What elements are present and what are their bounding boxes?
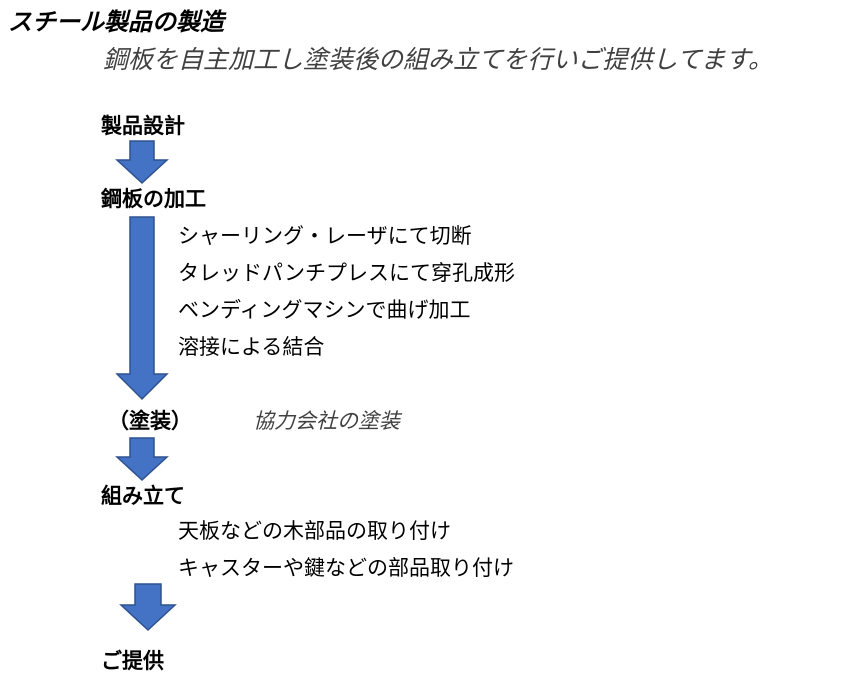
flow-arrow-2	[115, 216, 169, 401]
flow-arrow-1	[115, 140, 169, 185]
detail-cutting: シャーリング・レーザにて切断	[178, 224, 472, 248]
detail-punching: タレッドパンチプレスにて穿孔成形	[178, 261, 516, 285]
detail-wood-parts: 天板などの木部品の取り付け	[178, 519, 451, 543]
flow-arrow-4	[119, 583, 177, 632]
detail-bending: ベンディングマシンで曲げ加工	[178, 298, 471, 322]
page-title: スチール製品の製造	[8, 8, 224, 36]
step-steel-processing: 鋼板の加工	[101, 187, 206, 211]
detail-welding: 溶接による結合	[178, 335, 325, 359]
flow-arrow-3	[115, 437, 169, 482]
step-painting: （塗装）	[108, 409, 192, 433]
detail-casters-locks: キャスターや鍵などの部品取り付け	[178, 556, 514, 580]
step-design: 製品設計	[101, 114, 185, 138]
page-subtitle: 鋼板を自主加工し塗装後の組み立てを行いご提供してます。	[103, 45, 774, 74]
step-assembly: 組み立て	[101, 484, 185, 508]
step-delivery: ご提供	[101, 649, 164, 673]
painting-note: 協力会社の塗装	[253, 409, 400, 433]
